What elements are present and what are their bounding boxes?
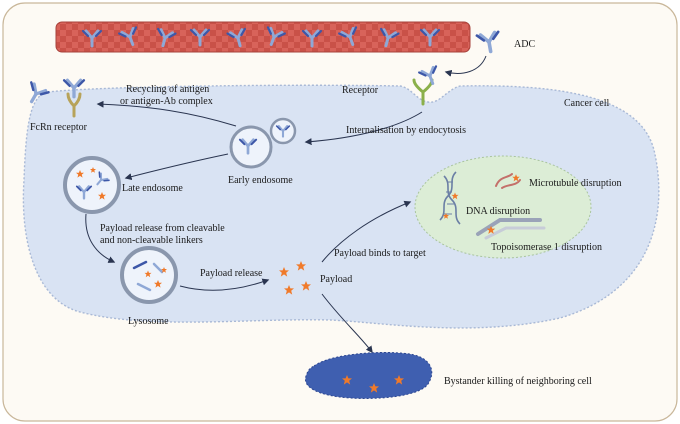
internalisation-label: Internalisation by endocytosis: [346, 125, 466, 136]
payload-release-arrow: [179, 278, 270, 291]
adc-arrow: [444, 55, 487, 77]
early-to-late-arrow: [124, 153, 229, 181]
fcrn-receptor-icon: [66, 92, 82, 118]
lysosome-label: Lysosome: [128, 316, 169, 327]
nucleus: [414, 155, 592, 259]
recycling-arrow: [96, 100, 237, 127]
neighboring-cell: [305, 352, 433, 399]
payload-release-label: Payload release: [200, 268, 263, 279]
receptor-label: Receptor: [342, 85, 379, 96]
payload-binds-label: Payload binds to target: [334, 248, 426, 259]
microtubule-label: Microtubule disruption: [529, 178, 622, 189]
recycling-label-line2: or antigen-Ab complex: [120, 96, 213, 107]
adc-label: ADC: [514, 39, 535, 50]
blood-vessel: [55, 21, 471, 53]
internalisation-arrow: [304, 111, 423, 146]
topoisomerase-icon: [476, 218, 546, 240]
late-endosome: [63, 156, 121, 214]
microtubule-icon: [495, 173, 521, 189]
recycling-label-line1: Recycling of antigen: [126, 84, 209, 95]
dna-helix-icon: [439, 171, 461, 225]
early-endosome-label: Early endosome: [228, 175, 293, 186]
linker-release-label-line2: and non-cleavable linkers: [100, 235, 203, 246]
payload-binds-arrow: [321, 200, 412, 263]
bystander-label: Bystander killing of neighboring cell: [444, 376, 592, 387]
late-endosome-label: Late endosome: [122, 183, 183, 194]
bystander-arrow: [321, 293, 373, 354]
cancer-cell-label: Cancer cell: [564, 98, 609, 109]
lysosome: [120, 246, 178, 304]
late-to-lysosome-arrow: [85, 213, 116, 263]
early-endosome: [229, 117, 297, 169]
cancer-cell: [22, 84, 660, 329]
fcrn-receptor-label: FcRn receptor: [30, 122, 88, 133]
linker-release-label-line1: Payload release from cleavable: [100, 223, 225, 234]
topoisomerase-label: Topoisomerase 1 disruption: [491, 242, 602, 253]
dna-label: DNA disruption: [466, 206, 530, 217]
payload-label: Payload: [320, 274, 352, 285]
